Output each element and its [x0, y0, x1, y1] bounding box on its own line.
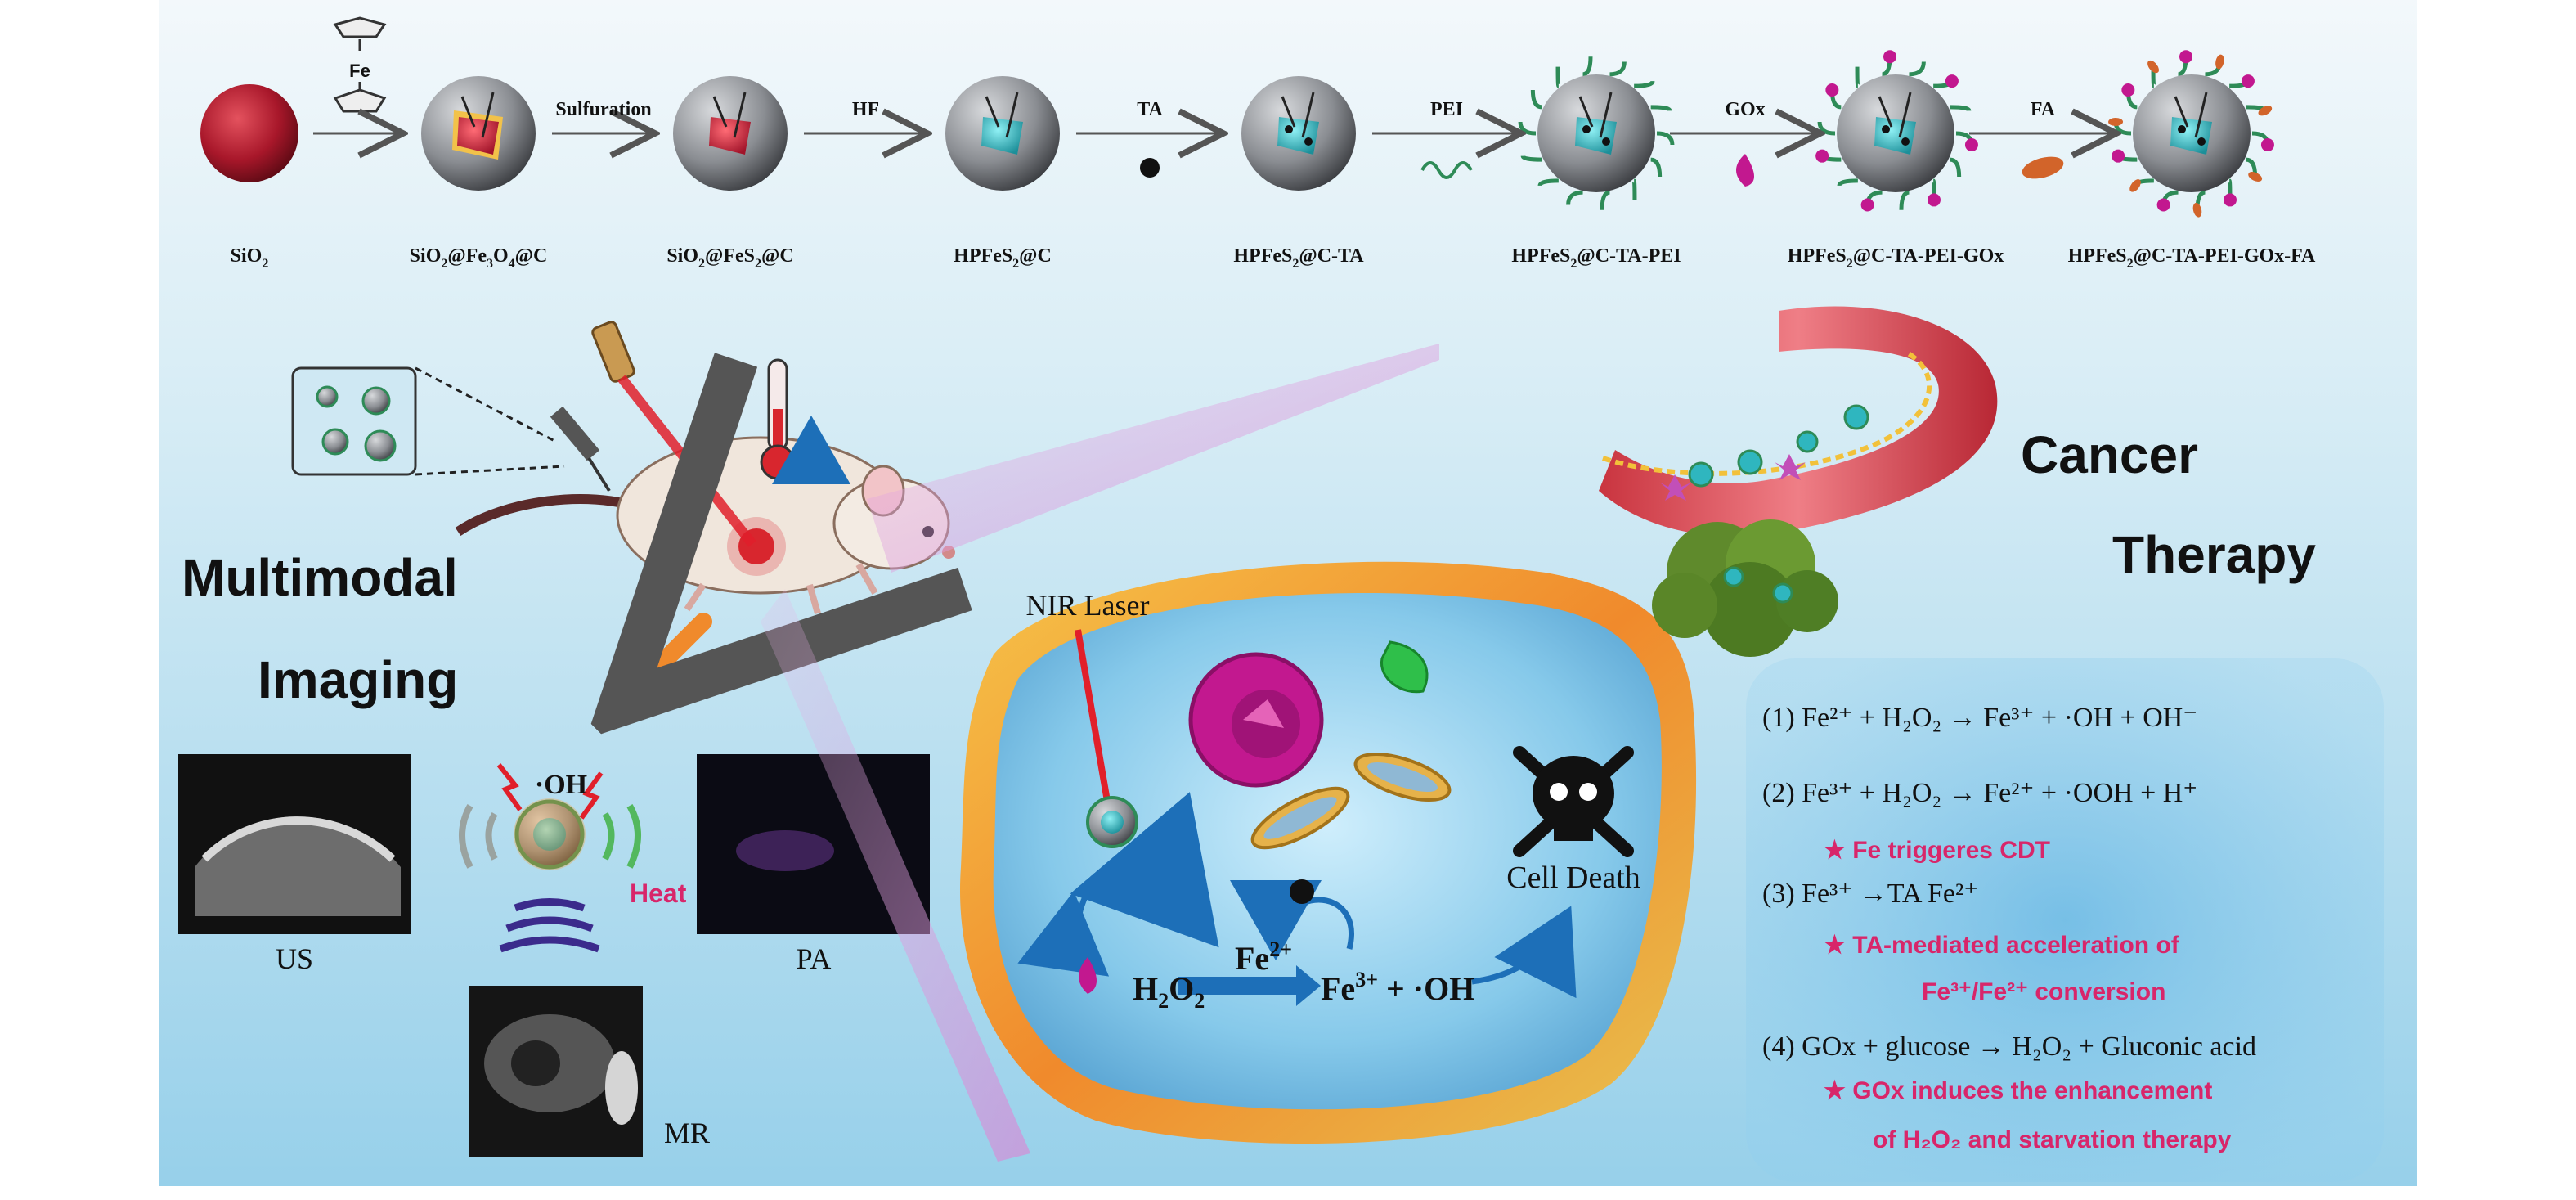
mr-label: MR	[664, 1117, 710, 1149]
reaction-arrow-label-2: Sulfuration	[555, 99, 651, 120]
heat-label: Heat	[630, 879, 687, 908]
reaction-arrow-label-7: FA	[2031, 99, 2056, 120]
stage-label-7: HPFeS2@C-TA-PEI-GOx	[1788, 245, 2004, 271]
ta-molecule-icon	[1140, 158, 1160, 178]
imaging-section: Multimodal Imaging US PA ·OH Hea	[178, 321, 955, 1157]
stage-label-4: HPFeS2@C	[954, 245, 1052, 271]
stage-particle-7	[1815, 50, 1978, 212]
stage-label-6: HPFeS2@C-TA-PEI	[1511, 245, 1681, 271]
synthesis-route: Fe Sulfuration HF TA PEI GOx FA SiO2 SiO2@Fe3O…	[200, 16, 2316, 271]
reaction-arrow-4: TA	[1076, 99, 1223, 178]
oh-radical-label: ·OH	[535, 770, 587, 800]
light-beam-lower	[761, 589, 1030, 1162]
fe2-label: Fe2+	[1235, 937, 1292, 977]
stage-particle-1	[200, 84, 298, 182]
stage-label-3: SiO2@FeS2@C	[666, 245, 793, 271]
stage-label-8: HPFeS2@C-TA-PEI-GOx-FA	[2068, 245, 2316, 271]
reaction-arrow-7: FA	[1969, 99, 2116, 179]
stage-particle-2	[421, 76, 536, 191]
tumor-cell: Cell Death NIR Laser H2O2 Fe2+ Fe3+ + ·O…	[959, 561, 1697, 1144]
skull-icon	[1513, 746, 1634, 857]
therapy-title-line2: Therapy	[2112, 525, 2316, 584]
tumor-mass	[1652, 519, 1838, 657]
reaction-arrow-5: PEI	[1372, 99, 1521, 179]
nanoparticle-inset	[291, 366, 417, 476]
orange-arrow	[622, 622, 703, 703]
nir-laser-label: NIR Laser	[1026, 589, 1150, 622]
light-beam	[867, 344, 1439, 573]
pa-label: PA	[797, 942, 832, 975]
reaction-arrow-label-3: HF	[852, 99, 879, 120]
imaging-title-line1: Multimodal	[182, 548, 458, 607]
nanoprobe-icon	[459, 763, 641, 953]
stage-label-2: SiO2@Fe3O4@C	[410, 245, 548, 271]
stage-particle-4	[945, 76, 1060, 191]
note-gox-line1: ★ GOx induces the enhancement	[1824, 1077, 2212, 1104]
therapy-title-line1: Cancer	[2021, 425, 2198, 484]
cell-death-label: Cell Death	[1506, 861, 1640, 895]
stage-particle-3	[673, 76, 788, 191]
reaction-arrow-label-4: TA	[1137, 99, 1163, 120]
h2o2-label: H2O2	[1133, 970, 1205, 1013]
reaction-arrow-label-6: GOx	[1725, 99, 1765, 120]
reaction-arrow-3: HF	[804, 99, 927, 133]
reaction-arrow-label-5: PEI	[1430, 99, 1463, 120]
stage-label-5: HPFeS2@C-TA	[1233, 245, 1364, 271]
note-ta-line2: Fe³⁺/Fe²⁺ conversion	[1922, 978, 2165, 1005]
note-ta-line1: ★ TA-mediated acceleration of	[1824, 932, 2180, 959]
note-gox-line2: of H₂O₂ and starvation therapy	[1873, 1126, 2232, 1153]
reaction-4: (4) GOx + glucose → H₂O₂ + Gluconic acid	[1762, 1031, 2256, 1062]
reaction-arrow-6: GOx	[1670, 99, 1820, 187]
stage-particle-6	[1518, 56, 1675, 210]
note-fe-cdt: ★ Fe triggeres CDT	[1824, 837, 2050, 864]
stage-particle-8	[2108, 50, 2274, 218]
gox-enzyme-icon	[1736, 154, 1754, 187]
ferrocene-fe-label: Fe	[349, 61, 370, 81]
blood-vessel	[1599, 306, 1998, 657]
reaction-1: (1) Fe²⁺ + H₂O₂ → Fe³⁺ + ·OH + OH⁻	[1762, 703, 2197, 733]
fe3-oh-label: Fe3+ + ·OH	[1321, 968, 1474, 1007]
reaction-2: (2) Fe³⁺ + H₂O₂ → Fe²⁺ + ·OOH + H⁺	[1762, 778, 2197, 808]
nir-beam	[1075, 629, 1111, 807]
ferrocene-icon: Fe	[333, 16, 387, 113]
us-label: US	[276, 942, 313, 975]
reaction-3: (3) Fe³⁺ →TA Fe²⁺	[1762, 879, 1978, 909]
golgi	[1380, 640, 1429, 694]
reaction-arrow-2: Sulfuration	[552, 99, 655, 133]
stage-label-1: SiO2	[231, 245, 269, 271]
imaging-title-line2: Imaging	[258, 650, 458, 709]
fa-ligand-icon	[2022, 156, 2064, 179]
reaction-panel: (1) Fe²⁺ + H₂O₂ → Fe³⁺ + ·OH + OH⁻ (2) F…	[1746, 658, 2384, 1182]
pei-chain-icon	[1420, 161, 1473, 179]
stage-particle-5	[1241, 76, 1356, 191]
fenton-cycle: H2O2 Fe2+ Fe3+ + ·OH	[1017, 792, 1577, 1013]
